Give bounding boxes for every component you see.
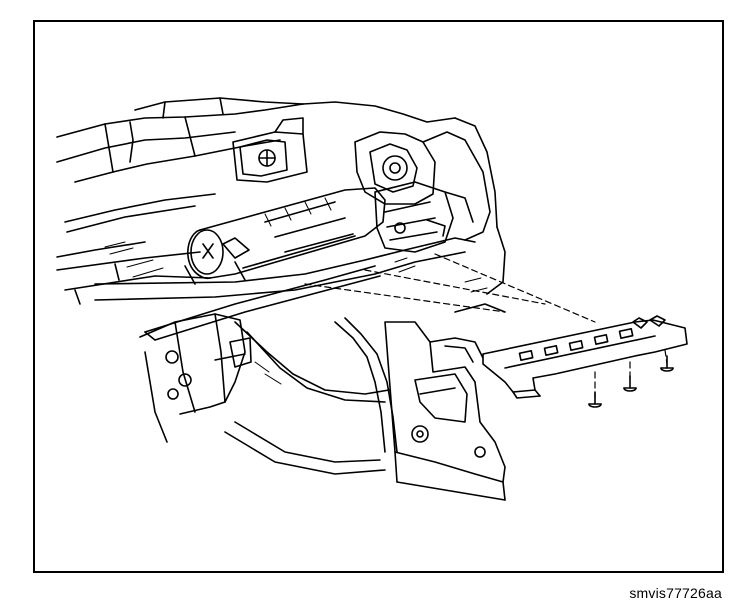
figure-reference-code: smvis77726aa	[629, 585, 722, 601]
lower-right-pillar	[384, 303, 506, 501]
cross-tube-housing	[187, 187, 386, 280]
upper-mount-bracket-left	[232, 117, 308, 183]
long-sill-rail	[56, 237, 476, 341]
upper-body-structure	[56, 97, 456, 258]
lower-left-support	[139, 313, 252, 443]
exploded-assembly-drawing	[56, 97, 688, 501]
illustration-frame	[33, 20, 724, 573]
screw-1	[588, 391, 602, 408]
lower-body-panel	[224, 317, 398, 475]
screw-2	[623, 375, 637, 392]
hinge-mechanism	[374, 181, 474, 253]
shading-hatch	[104, 197, 488, 385]
alignment-lines	[304, 253, 668, 399]
upper-mount-bracket-right	[354, 117, 506, 295]
screw-fasteners	[588, 355, 674, 408]
reinforcement-plate	[482, 315, 688, 399]
screw-3	[660, 355, 674, 372]
